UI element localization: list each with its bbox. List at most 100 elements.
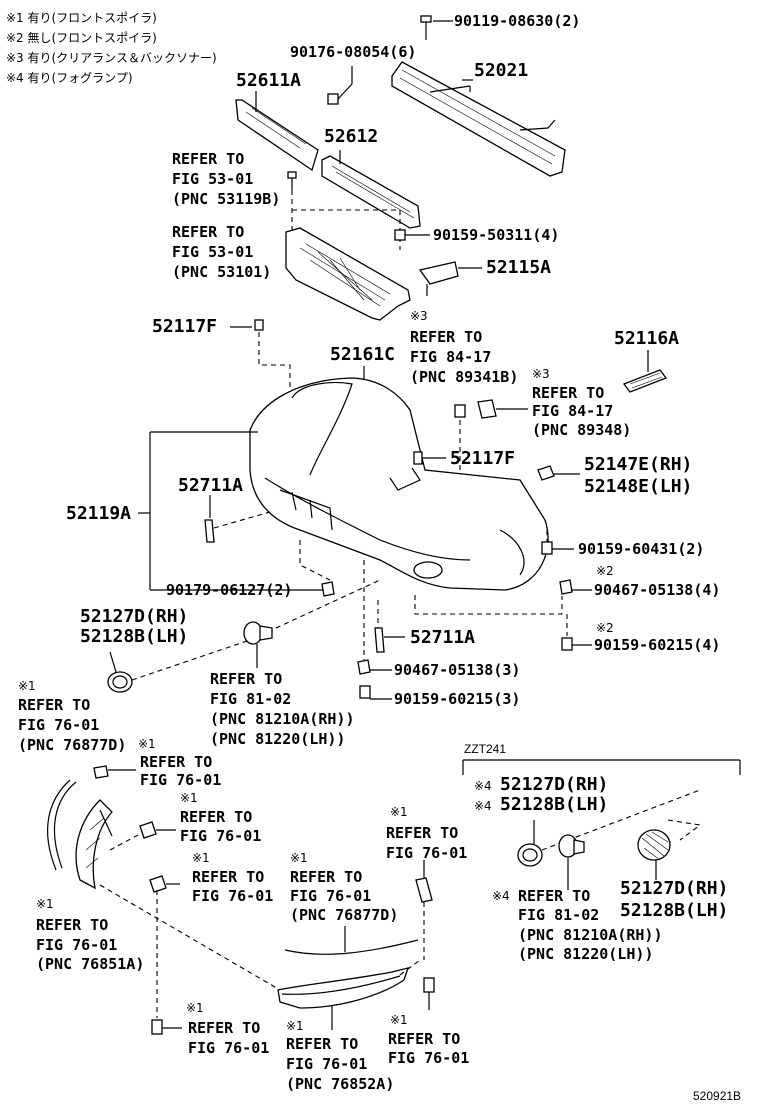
clip-52117F-lower-icon [413, 451, 446, 465]
ref-76-01-i-line3: (PNC 76852A) [286, 1075, 395, 1093]
retainer-52711A-lower [374, 600, 405, 653]
ref-76-01-b-line2: FIG 76-01 [140, 771, 222, 789]
ref-53-01-a-line2: FIG 53-01 [172, 170, 254, 188]
mark-3-a: ※3 [410, 309, 428, 323]
label-52612: 52612 [324, 126, 379, 147]
ref-84-17-b-line3: (PNC 89348) [532, 421, 632, 439]
label-52021: 52021 [474, 60, 529, 81]
ref-76-01-f-line1: REFER TO [290, 868, 363, 886]
ref-53-01-a-line1: REFER TO [172, 150, 245, 168]
bolt-90119-08630-icon [420, 15, 453, 40]
mark-4-c: ※4 [492, 889, 510, 903]
ref-76-01-c-line2: FIG 76-01 [180, 827, 262, 845]
ref-53-01-b-line1: REFER TO [172, 223, 245, 241]
label-90159-60215-3: 90159-60215(3) [394, 690, 521, 708]
mark-1-a: ※1 [18, 679, 36, 693]
bumper-reinforcement-52021 [391, 61, 566, 177]
label-90467-05138-4: 90467-05138(4) [594, 581, 721, 599]
note-3: ※3 有り(クリアランス＆バックソナー) [6, 51, 217, 65]
label-90179-06127: 90179-06127(2) [166, 581, 293, 599]
clip-90467-05138-4-icon [559, 579, 592, 595]
ref-76-01-h-line1: REFER TO [188, 1019, 261, 1037]
ref-53-01-b-line3: (PNC 53101) [172, 263, 272, 281]
ref-76-01-f-line2: FIG 76-01 [290, 887, 372, 905]
ref-76-01-a-line2: FIG 76-01 [18, 716, 100, 734]
label-90176-08054: 90176-08054(6) [290, 43, 417, 61]
moulding-76877D-front [284, 926, 419, 955]
mark-4-a: ※4 [474, 779, 492, 793]
screw-90159-60215-4-icon [561, 614, 592, 651]
clip-76-01-c-icon [149, 875, 180, 893]
label-52127D-left: 52127D(RH) [80, 606, 189, 627]
label-52711A-upper: 52711A [178, 475, 244, 496]
ref-76-01-d-line2: FIG 76-01 [386, 844, 468, 862]
screw-90159-60215-3-icon [359, 685, 392, 700]
clip-76-01-b-icon [109, 821, 176, 851]
mark-1-b: ※1 [138, 737, 156, 751]
clip-76-01-d-icon [415, 860, 433, 960]
sensor-bracket-52116A [622, 350, 668, 393]
clip-90467-05138-3-icon [357, 560, 392, 675]
clip-52117F-upper-icon [230, 319, 291, 390]
screw-76-01-left-icon [151, 890, 182, 1035]
ref-53-01-a-line3: (PNC 53119B) [172, 190, 281, 208]
label-52128B-inset-right: 52128B(LH) [620, 900, 729, 921]
ref-76-01-g-line3: (PNC 76851A) [36, 955, 145, 973]
ref-76-01-i-line1: REFER TO [286, 1035, 359, 1053]
label-52128B-inset: 52128B(LH) [500, 794, 609, 815]
mark-2-b: ※2 [596, 621, 614, 635]
label-zzt241: ZZT241 [464, 742, 507, 756]
spoiler-front-76852A [277, 967, 409, 1030]
label-52147E: 52147E(RH) [584, 454, 693, 475]
ref-76-01-d-line1: REFER TO [386, 824, 459, 842]
energy-absorber-52611A [235, 91, 319, 172]
mark-1-h: ※1 [186, 1001, 204, 1015]
ref-84-17-a-line1: REFER TO [410, 328, 483, 346]
spoiler-side-76851A [75, 799, 113, 890]
ref-76-01-b-line1: REFER TO [140, 753, 213, 771]
fog-lamp-cover-52127D-left [107, 579, 381, 693]
label-52116A: 52116A [614, 328, 680, 349]
mark-1-f: ※1 [290, 851, 308, 865]
inset-fog-lamp [558, 834, 585, 890]
ref-76-01-e-line1: REFER TO [192, 868, 265, 886]
ref-76-01-c-line1: REFER TO [180, 808, 253, 826]
clip-76-01-a-icon [93, 765, 136, 779]
screw-53119B-icon [287, 171, 297, 190]
inset-fog-grille-cover [637, 819, 702, 880]
ref-76-01-h-line2: FIG 76-01 [188, 1039, 270, 1057]
bumper-cover-52119A [249, 377, 549, 591]
ref-76-01-f-line3: (PNC 76877D) [290, 906, 399, 924]
screw-76-01-right-icon [423, 977, 435, 1010]
mark-4-b: ※4 [474, 799, 492, 813]
label-52611A: 52611A [236, 70, 302, 91]
label-52148E: 52148E(LH) [584, 476, 693, 497]
ref-84-17-b-line2: FIG 84-17 [532, 402, 614, 420]
ref-81-02-b-line4: (PNC 81220(LH)) [518, 945, 654, 963]
ref-76-01-j-line2: FIG 76-01 [388, 1049, 470, 1067]
mark-1-j: ※1 [390, 1013, 408, 1027]
ref-81-02-a-line1: REFER TO [210, 670, 283, 688]
label-90159-50311: 90159-50311(4) [433, 226, 560, 244]
ref-81-02-b-line2: FIG 81-02 [518, 906, 600, 924]
ref-81-02-a-line4: (PNC 81220(LH)) [210, 730, 346, 748]
label-52127D-inset-right: 52127D(RH) [620, 878, 729, 899]
radiator-grille-53101 [285, 227, 411, 321]
ref-81-02-b-line1: REFER TO [518, 887, 591, 905]
figure-id: 520921B [693, 1089, 742, 1103]
bracket-52115A [418, 261, 482, 296]
note-1: ※1 有り(フロントスポイラ) [6, 11, 157, 25]
label-52711A-lower: 52711A [410, 627, 476, 648]
mark-1-e: ※1 [192, 851, 210, 865]
mark-1-c: ※1 [180, 791, 198, 805]
ref-76-01-i-line2: FIG 76-01 [286, 1055, 368, 1073]
fog-lamp-81210A-left [243, 621, 273, 668]
ref-76-01-a-line1: REFER TO [18, 696, 91, 714]
label-52117F-lower: 52117F [450, 448, 516, 469]
ref-76-01-a-line3: (PNC 76877D) [18, 736, 127, 754]
retainer-52711A-upper [204, 495, 271, 543]
mark-3-b: ※3 [532, 367, 550, 381]
ref-53-01-b-line2: FIG 53-01 [172, 243, 254, 261]
